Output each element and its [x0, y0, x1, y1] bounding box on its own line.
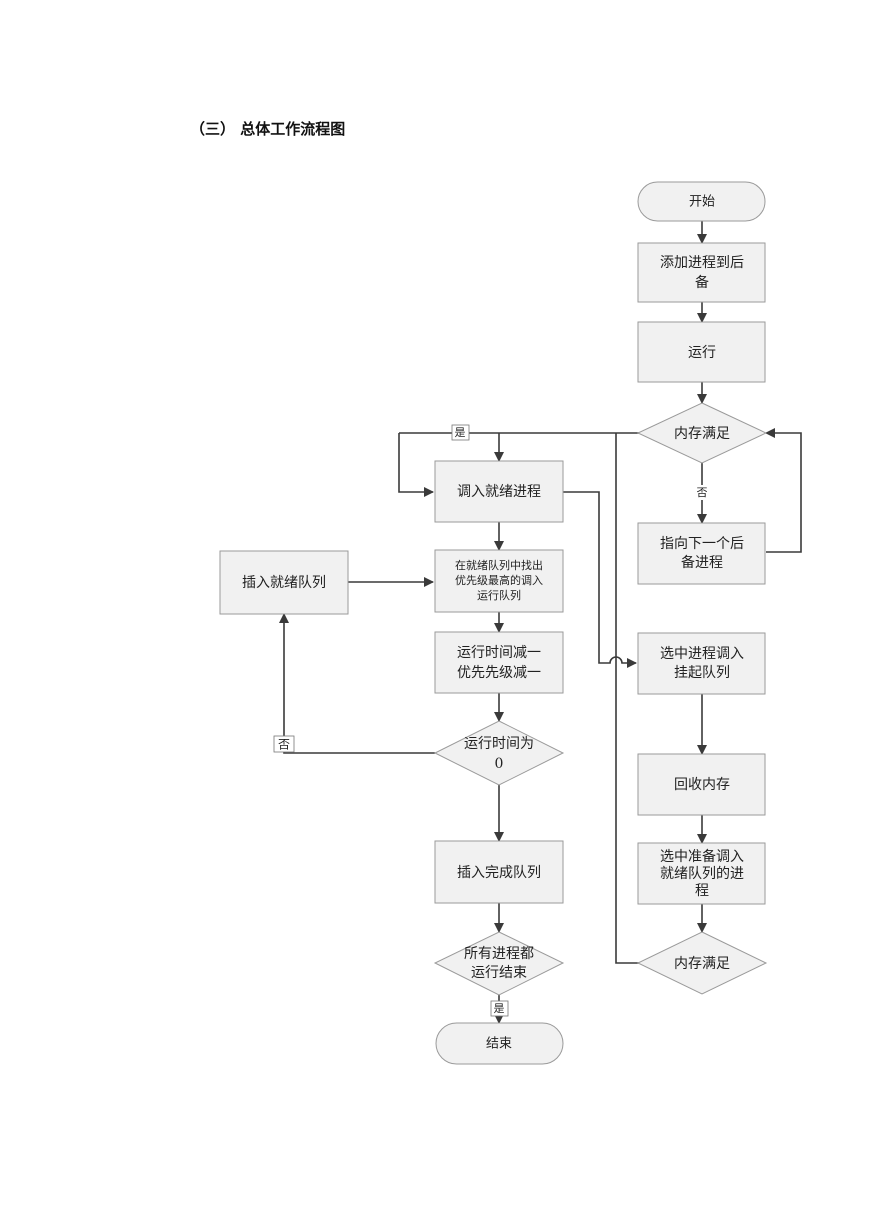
node-all-line2: 运行结束	[471, 965, 527, 981]
node-suspend-line1: 选中进程调入	[660, 646, 744, 662]
label-yes1-text: 是	[455, 426, 466, 439]
node-mem2: 内存满足	[636, 931, 768, 995]
node-add: 添加进程到后 备	[637, 242, 766, 303]
node-run: 运行	[637, 321, 766, 383]
node-mem2-label: 内存满足	[674, 956, 730, 972]
node-zero-line1: 运行时间为	[464, 736, 534, 752]
node-zero-line2: 0	[495, 756, 504, 772]
node-ready-label: 调入就绪进程	[457, 484, 541, 500]
node-start-label: 开始	[689, 195, 715, 210]
label-no2-text: 否	[278, 738, 290, 752]
node-insert-ready: 插入就绪队列	[219, 550, 349, 615]
node-next-line2: 备进程	[681, 554, 723, 571]
node-ready: 调入就绪进程	[434, 460, 564, 523]
node-end-label: 结束	[486, 1037, 512, 1052]
node-dec-line1: 运行时间减一	[457, 645, 541, 661]
node-add-line2: 备	[695, 274, 709, 291]
node-next: 指向下一个后 备进程	[637, 522, 766, 585]
node-find: 在就绪队列中找出 优先级最高的调入 运行队列	[434, 549, 564, 613]
label-no1: 否	[694, 485, 710, 500]
node-choose-line3: 程	[695, 883, 709, 899]
node-choose: 选中准备调入 就绪队列的进 程	[637, 842, 766, 905]
node-find-line1: 在就绪队列中找出	[455, 558, 543, 572]
node-find-line2: 优先级最高的调入	[455, 573, 543, 587]
label-no2: 否	[273, 735, 295, 753]
node-all: 所有进程都 运行结束	[433, 931, 565, 996]
node-finish-label: 插入完成队列	[457, 865, 541, 881]
edge-mem2-up	[615, 433, 640, 964]
node-suspend-line2: 挂起队列	[674, 665, 730, 681]
label-yes2-text: 是	[494, 1002, 505, 1015]
edge-zero-no-insert	[279, 613, 435, 754]
node-start: 开始	[637, 181, 766, 222]
edge-ready-suspend	[563, 491, 637, 668]
node-end: 结束	[435, 1022, 564, 1065]
page-heading: （三） 总体工作流程图	[190, 120, 346, 138]
node-next-line1: 指向下一个后	[660, 536, 744, 552]
node-suspend: 选中进程调入 挂起队列	[637, 632, 766, 695]
node-reclaim-label: 回收内存	[674, 777, 730, 793]
node-choose-line2: 就绪队列的进	[660, 866, 744, 882]
node-choose-line1: 选中准备调入	[660, 848, 744, 865]
node-insert-ready-label: 插入就绪队列	[242, 575, 326, 591]
node-run-label: 运行	[688, 345, 716, 361]
edge-yes-loop-ready	[398, 433, 434, 497]
node-mem1-label: 内存满足	[674, 426, 730, 442]
node-all-line1: 所有进程都	[464, 946, 534, 962]
node-dec: 运行时间减一 优先先级减一	[434, 631, 564, 694]
label-yes2: 是	[490, 1000, 509, 1017]
label-yes1: 是	[451, 424, 470, 441]
node-dec-line2: 优先先级减一	[457, 665, 541, 681]
edge-next-mem1	[765, 428, 802, 553]
node-finish: 插入完成队列	[434, 840, 564, 904]
node-zero: 运行时间为 0	[433, 720, 565, 786]
node-reclaim: 回收内存	[637, 753, 766, 816]
node-mem1: 内存满足	[636, 402, 768, 464]
node-add-line1: 添加进程到后	[660, 255, 744, 271]
label-no1-text: 否	[697, 486, 708, 499]
node-find-line3: 运行队列	[477, 588, 521, 602]
